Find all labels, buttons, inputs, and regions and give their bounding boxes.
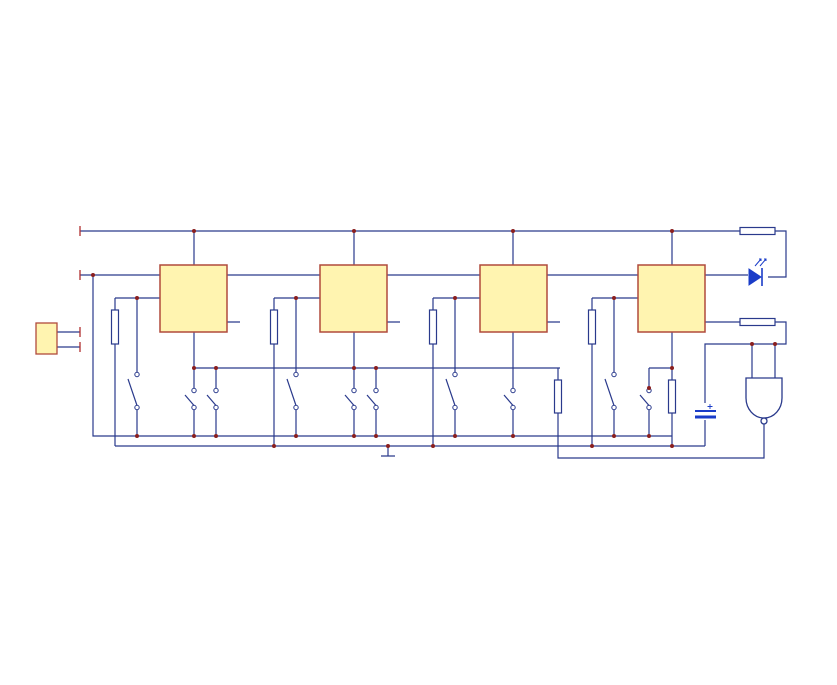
junction-dot (612, 296, 616, 300)
resistor-vertical-5 (553, 379, 563, 414)
resistor-horizontal-1 (739, 226, 776, 236)
resistor-vertical-1 (110, 309, 120, 345)
junction-dot (773, 342, 777, 346)
resistor-vertical-3 (428, 309, 438, 345)
junction-dot (670, 366, 674, 370)
junction-dot (386, 444, 390, 448)
junction-dot (511, 229, 515, 233)
switch-icon (184, 387, 197, 411)
switch-layer (127, 371, 652, 411)
switch-icon (604, 371, 617, 411)
nand-gate-body (745, 377, 783, 419)
ic-1 (159, 264, 228, 333)
junction-dot (214, 434, 218, 438)
junction-dot (294, 296, 298, 300)
junction-dot (352, 366, 356, 370)
input-connection (57, 331, 80, 348)
resistor-vertical-4 (587, 309, 597, 345)
junction-dot (453, 434, 457, 438)
junction-dot (612, 434, 616, 438)
junction-dot (192, 229, 196, 233)
junction-dot (135, 296, 139, 300)
junction-dot (294, 434, 298, 438)
junction-dot (192, 366, 196, 370)
switch-icon (206, 387, 219, 411)
switch-icon (344, 387, 357, 411)
junction-dot (670, 229, 674, 233)
junction-layer (91, 229, 777, 448)
junction-dot (590, 444, 594, 448)
switch-icon (445, 371, 458, 411)
capacitor-plus (707, 404, 713, 409)
led-rays (754, 258, 767, 267)
resistor-vertical-2 (269, 309, 279, 345)
nand-gate-icon (745, 377, 783, 425)
led-icon (748, 258, 767, 286)
junction-dot (453, 296, 457, 300)
ic-3 (479, 264, 548, 333)
junction-dot (374, 366, 378, 370)
led-loop (768, 230, 787, 278)
junction-dot (647, 386, 651, 390)
junction-dot (431, 444, 435, 448)
junction-dot (91, 273, 95, 277)
ic-4 (637, 264, 706, 333)
ic-2 (319, 264, 388, 333)
input-module-box (35, 322, 58, 355)
switch-icon (127, 371, 140, 411)
junction-dot (647, 434, 651, 438)
junction-dot (135, 434, 139, 438)
junction-dot (352, 434, 356, 438)
resistor-vertical-6 (667, 379, 677, 414)
junction-dot (192, 434, 196, 438)
resistor-layer (110, 226, 776, 414)
wires-layer (57, 230, 787, 459)
capacitor-icon (695, 404, 716, 419)
junction-dot (272, 444, 276, 448)
resistor-horizontal-2 (739, 317, 776, 327)
junction-dot (511, 434, 515, 438)
ic-layer (159, 264, 706, 333)
led-triangle (748, 268, 762, 286)
switch-icon (286, 371, 299, 411)
left-bus (92, 275, 672, 437)
junction-dot (214, 366, 218, 370)
junction-dot (670, 444, 674, 448)
nand-gate-bubble (760, 417, 768, 425)
switch-icon (366, 387, 379, 411)
rail-drops (193, 231, 673, 265)
junction-dot (374, 434, 378, 438)
switch-icon (639, 387, 652, 411)
junction-dot (352, 229, 356, 233)
junction-dot (750, 342, 754, 346)
switch-icon (503, 387, 516, 411)
